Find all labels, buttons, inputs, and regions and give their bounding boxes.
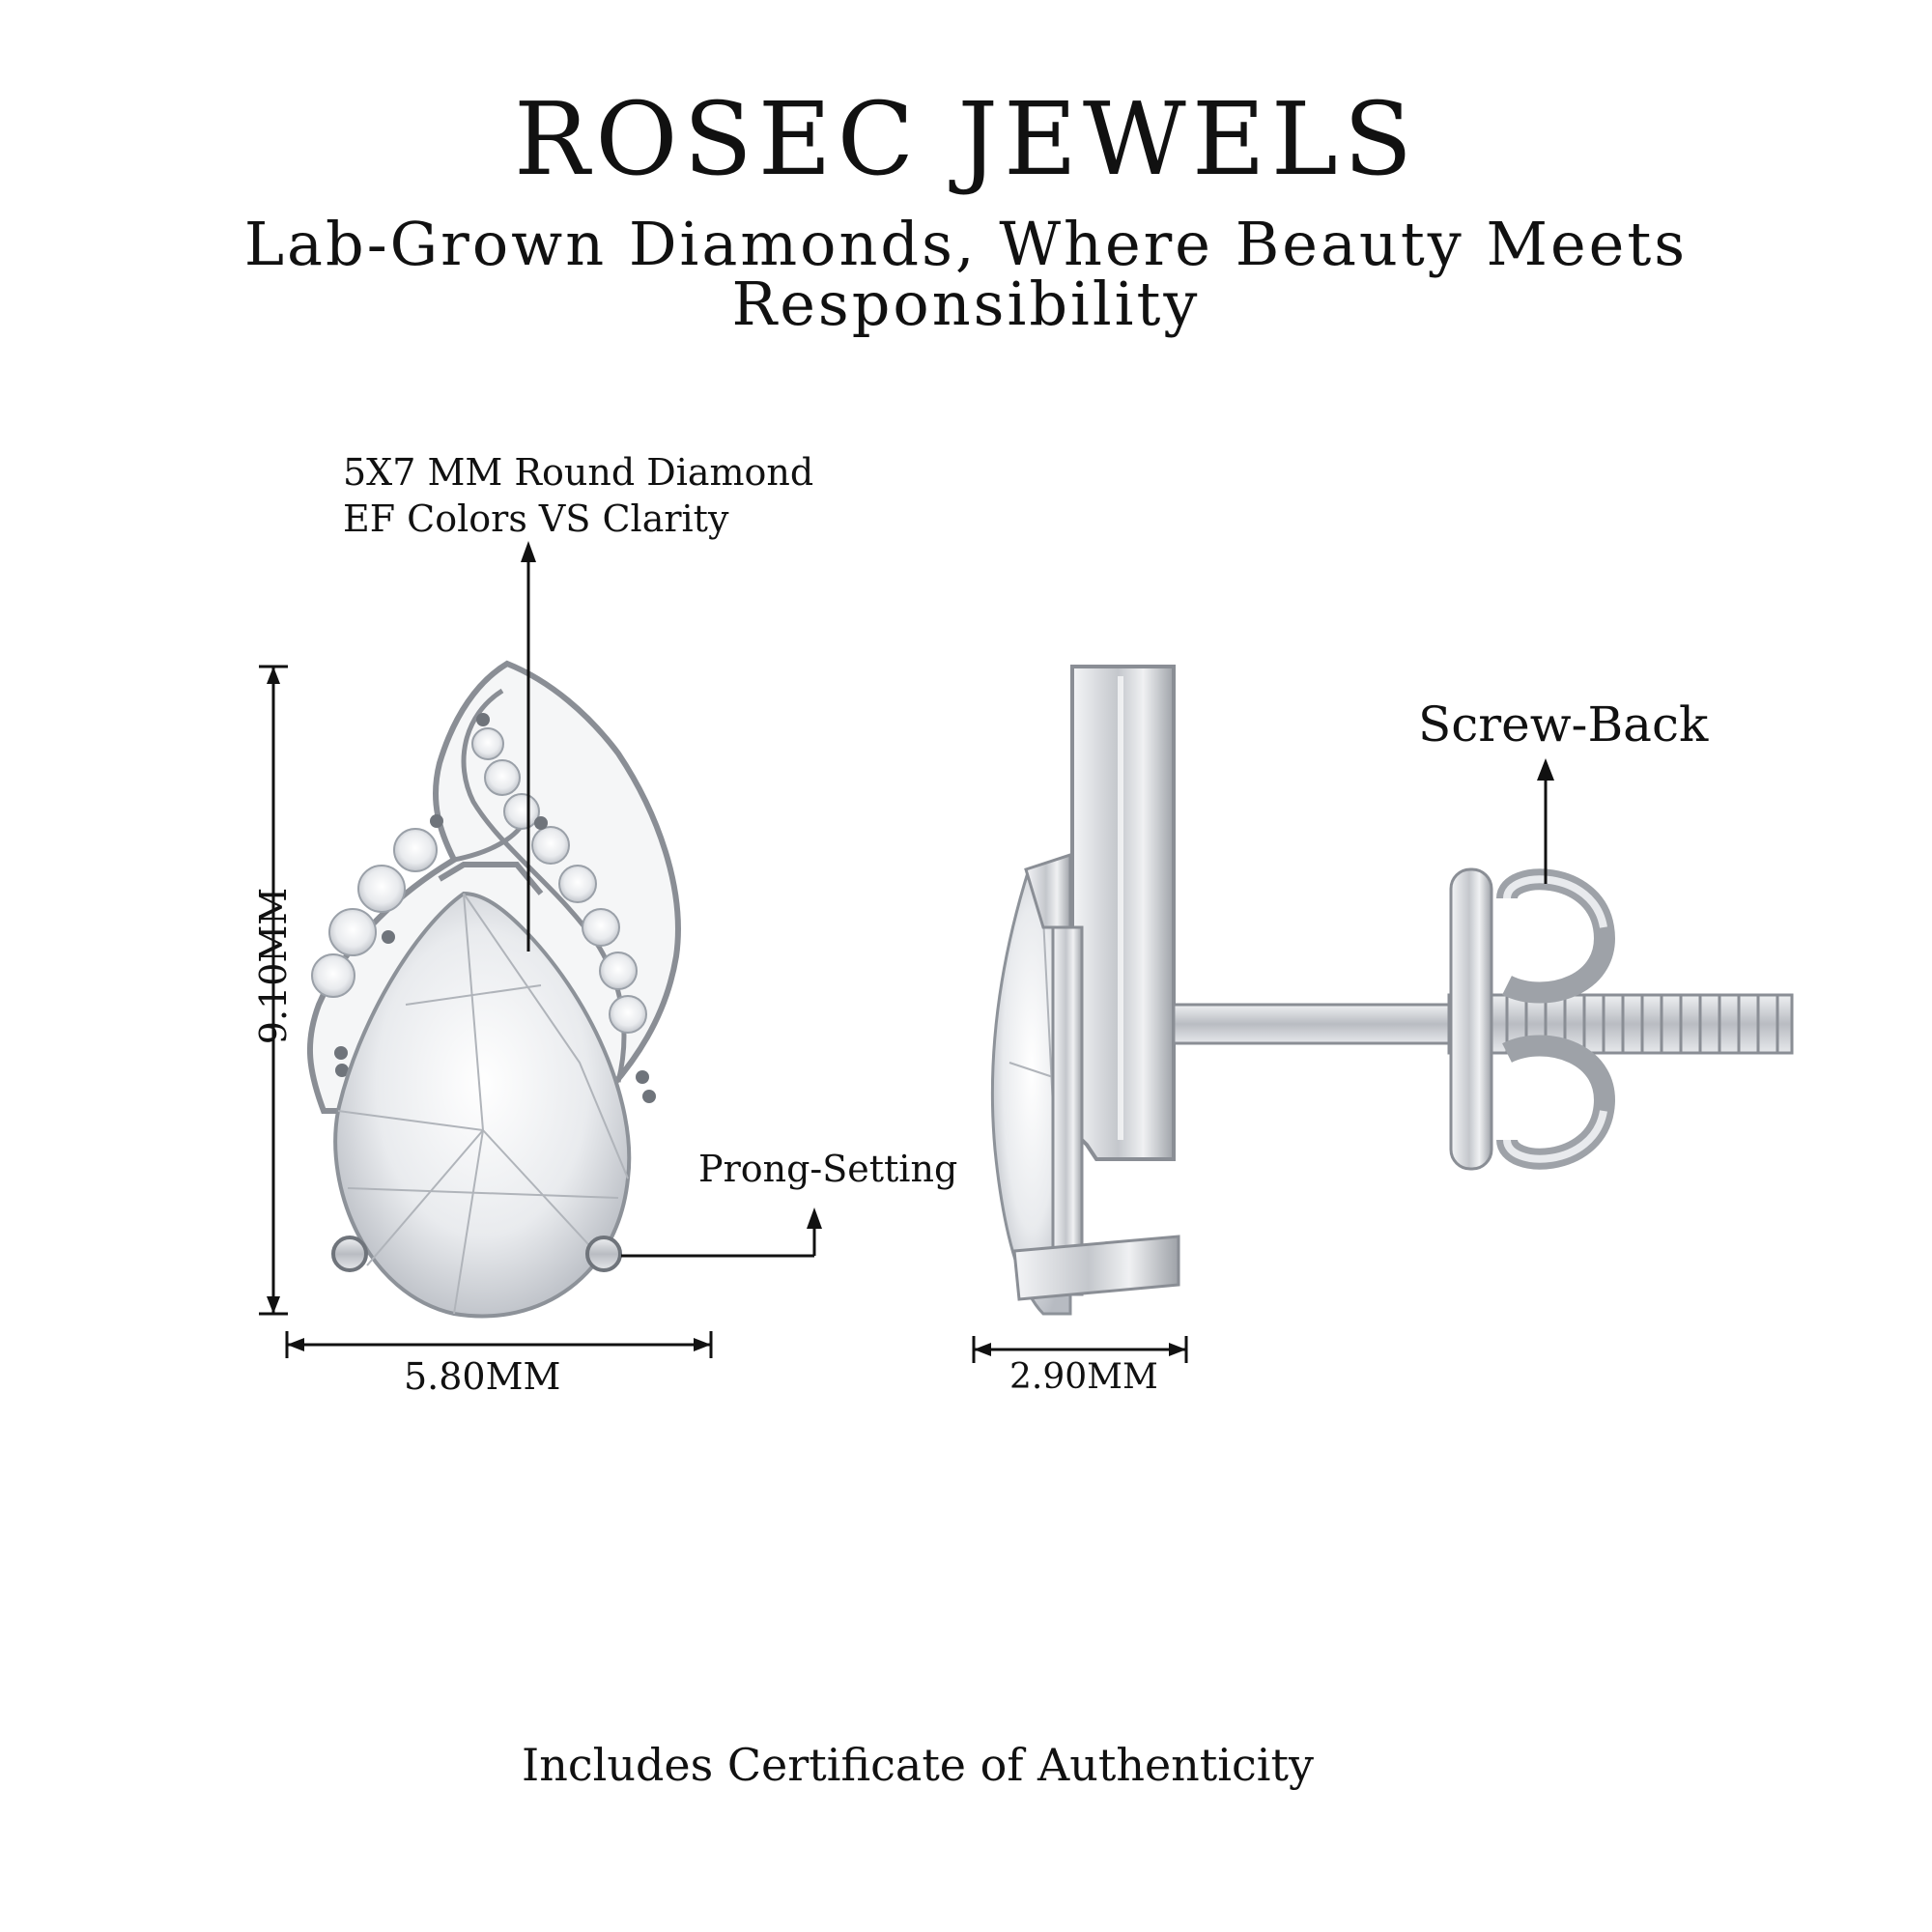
brand-title: ROSEC JEWELS (513, 80, 1419, 198)
stone-size-label: 5X7 MM Round Diamond (343, 451, 814, 494)
front-view-earring (307, 660, 681, 1319)
certificate-note: Includes Certificate of Authenticity (522, 1739, 1314, 1791)
stone-quality-label: EF Colors VS Clarity (343, 497, 729, 540)
screw-thread (1447, 993, 1794, 1055)
depth-label: 2.90MM (1009, 1357, 1158, 1397)
milgrain-dots (334, 713, 656, 1103)
pear-diamond (333, 891, 632, 1319)
prongs (331, 1236, 622, 1272)
side-view-earring (990, 665, 1794, 1316)
prong-setting-label: Prong-Setting (698, 1148, 958, 1190)
screw-back-disc (1449, 867, 1493, 1171)
prong-callout-leader (621, 1222, 816, 1258)
stone-callout: 5X7 MM Round Diamond EF Colors VS Clarit… (343, 449, 813, 542)
pave-stones (311, 727, 647, 1034)
screw-back-label: Screw-Back (1418, 696, 1709, 753)
brand-tagline: Lab-Grown Diamonds, Where Beauty Meets R… (243, 209, 1689, 339)
height-label: 9.10MM (252, 887, 295, 1045)
earring-post (1172, 1003, 1465, 1045)
width-label: 5.80MM (404, 1355, 561, 1398)
diamond-facets (337, 893, 629, 1315)
side-diamond (990, 867, 1072, 1316)
